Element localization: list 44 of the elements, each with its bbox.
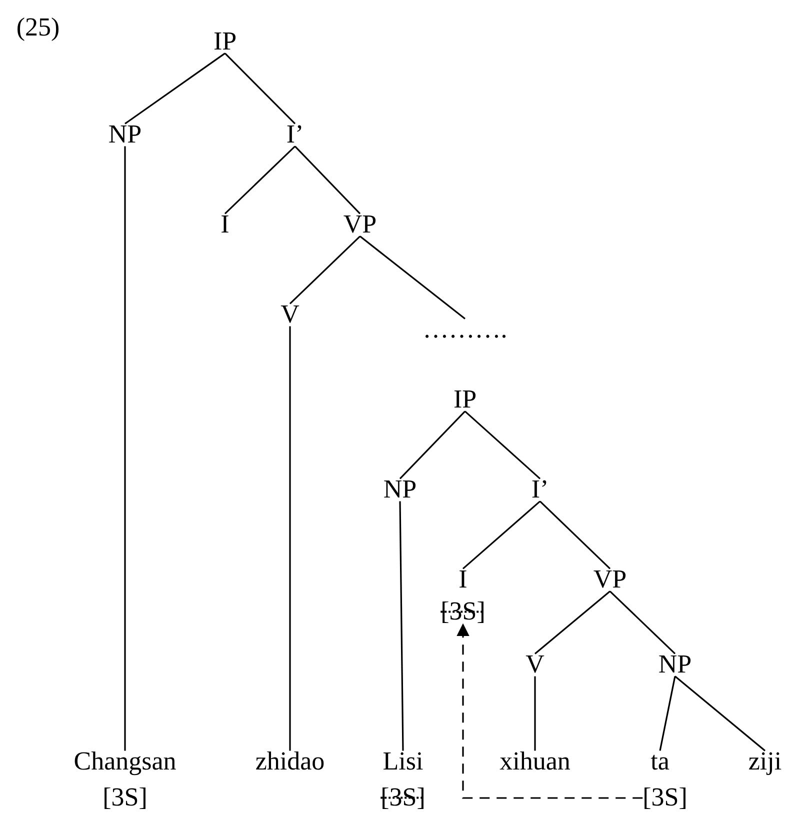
category-label: IP [453, 386, 477, 414]
feature-label: [3S] [380, 784, 426, 812]
category-label: VP [593, 566, 627, 594]
tree-branch [462, 500, 541, 570]
word-label: zhidao [255, 748, 325, 776]
category-label: V [526, 650, 544, 680]
ellipsis-dots: ………. [422, 316, 508, 344]
tree-branch [224, 146, 296, 214]
tree-branch [360, 236, 466, 320]
tree-branch [294, 146, 361, 214]
tree-branch [464, 410, 541, 480]
word-label: ziji [748, 748, 782, 776]
category-label: V [280, 300, 300, 330]
word-label: ta [650, 748, 670, 776]
tree-branch [399, 410, 466, 480]
category-label: IP [213, 28, 237, 56]
feature-label: [3S] [440, 598, 486, 626]
category-label: I’ [531, 476, 549, 504]
feature-label: [3S] [102, 784, 148, 812]
tree-branch [534, 590, 611, 654]
tree-branch [124, 52, 226, 124]
tree-branch [124, 146, 126, 751]
category-label: NP [658, 650, 692, 680]
example-number: (25) [16, 14, 60, 42]
tree-branch [674, 676, 766, 752]
word-label: Lisi [382, 748, 424, 776]
category-label: NP [108, 120, 142, 150]
dashed-arrow [456, 623, 643, 799]
word-label: xihuan [500, 748, 570, 776]
category-label: VP [343, 210, 377, 240]
word-label: Changsan [74, 748, 176, 776]
tree-branch [289, 326, 291, 751]
tree-branch [224, 52, 296, 124]
category-label: I [220, 210, 230, 240]
tree-branch [609, 590, 676, 654]
category-label: NP [383, 476, 417, 504]
feature-label: [3S] [642, 784, 688, 812]
tree-branch [289, 236, 361, 304]
category-label: I [458, 566, 468, 594]
tree-branch [534, 676, 536, 751]
tree-branch [399, 501, 404, 751]
tree-branch [659, 676, 676, 751]
tree-branch [539, 500, 611, 570]
category-label: I’ [286, 120, 304, 150]
